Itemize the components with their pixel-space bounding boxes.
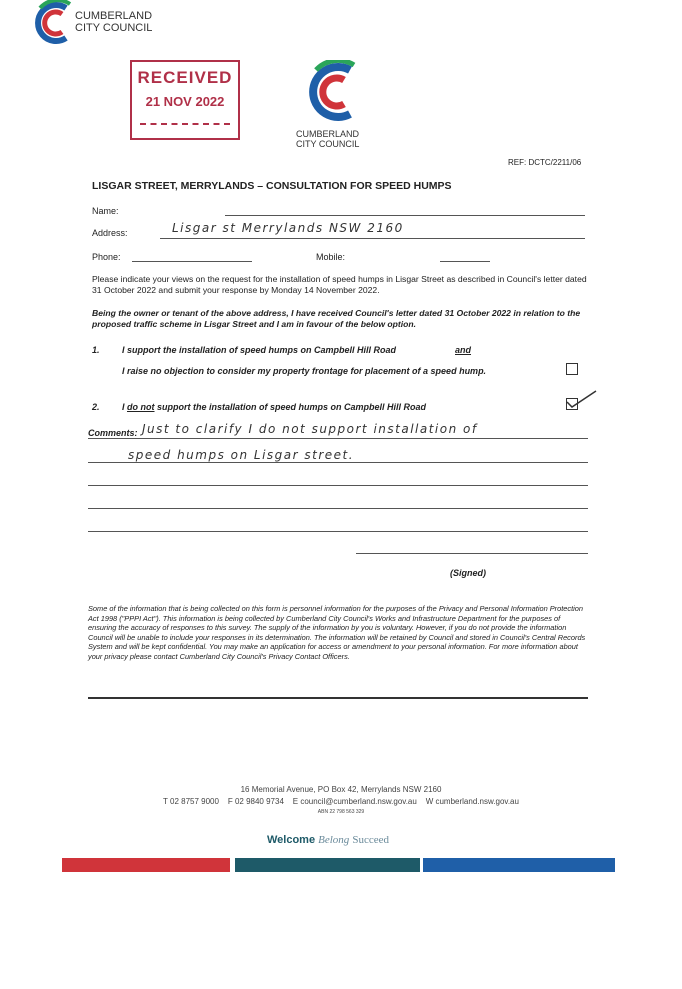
option-1-and: and — [455, 345, 472, 355]
address-label: Address: — [92, 228, 128, 238]
option-2-pre: I — [122, 402, 128, 412]
footer-bar-blue — [423, 858, 615, 872]
option-2-text: support the installation of speed humps … — [154, 402, 427, 412]
option-2-number: 2. — [92, 402, 100, 412]
address-value[interactable]: Lisgar st Merrylands NSW 2160 — [172, 221, 404, 235]
comments-label: Comments: — [88, 428, 138, 438]
privacy-notice: Some of the information that is being co… — [88, 604, 586, 661]
option-1-text: I support the installation of speed hump… — [122, 345, 397, 355]
option-1-number: 1. — [92, 345, 100, 355]
option-1-checkbox[interactable] — [566, 363, 578, 375]
phone-field[interactable] — [132, 261, 252, 262]
slogan: Welcome Belong Succeed — [0, 834, 656, 846]
footer-abn: ABN 22 798 563 329 — [317, 809, 365, 815]
footer: 16 Memorial Avenue, PO Box 42, Merryland… — [0, 784, 682, 816]
cumberland-logo-icon — [35, 0, 72, 44]
logo-sub: CITY COUNCIL — [75, 22, 153, 34]
reference-number: REF: DCTC/2211/06 — [508, 158, 582, 167]
comments-line-1[interactable]: Just to clarify I do not support install… — [142, 422, 478, 436]
footer-contact: T 02 8757 9000 F 02 9840 9734 E council@… — [163, 797, 519, 806]
signed-label: (Signed) — [450, 568, 486, 578]
declaration-paragraph: Being the owner or tenant of the above a… — [92, 308, 581, 329]
footer-bar-red — [62, 858, 230, 872]
slogan-belong: Belong — [318, 834, 350, 846]
cumberland-logo-icon — [309, 57, 356, 121]
received-stamp: RECEIVED 21 NOV 2022 — [130, 60, 240, 140]
slogan-welcome: Welcome — [266, 834, 316, 846]
option-1-text2: I raise no objection to consider my prop… — [122, 366, 487, 376]
footer-address: 16 Memorial Avenue, PO Box 42, Merryland… — [240, 785, 442, 794]
checkmark-icon — [566, 390, 597, 408]
stamp-date: 21 NOV 2022 — [145, 94, 225, 109]
logo-name: CUMBERLAND — [296, 129, 360, 139]
mobile-field[interactable] — [440, 261, 490, 262]
logo-sub: CITY COUNCIL — [296, 139, 360, 149]
comments-line-2[interactable]: speed humps on Lisgar street. — [128, 448, 355, 462]
address-line — [160, 238, 585, 239]
phone-label: Phone: — [92, 252, 121, 262]
stamp-title: RECEIVED — [137, 68, 233, 87]
form-title: LISGAR STREET, MERRYLANDS – CONSULTATION… — [92, 180, 452, 192]
name-field[interactable] — [225, 215, 585, 216]
slogan-succeed: Succeed — [352, 834, 390, 846]
mobile-label: Mobile: — [316, 252, 346, 262]
logo-name: CUMBERLAND — [75, 10, 153, 22]
option-2-do-not: do not — [127, 402, 155, 412]
name-label: Name: — [92, 206, 119, 216]
footer-bar-teal — [235, 858, 420, 872]
intro-paragraph: Please indicate your views on the reques… — [92, 274, 587, 295]
signature-line[interactable] — [356, 553, 588, 554]
